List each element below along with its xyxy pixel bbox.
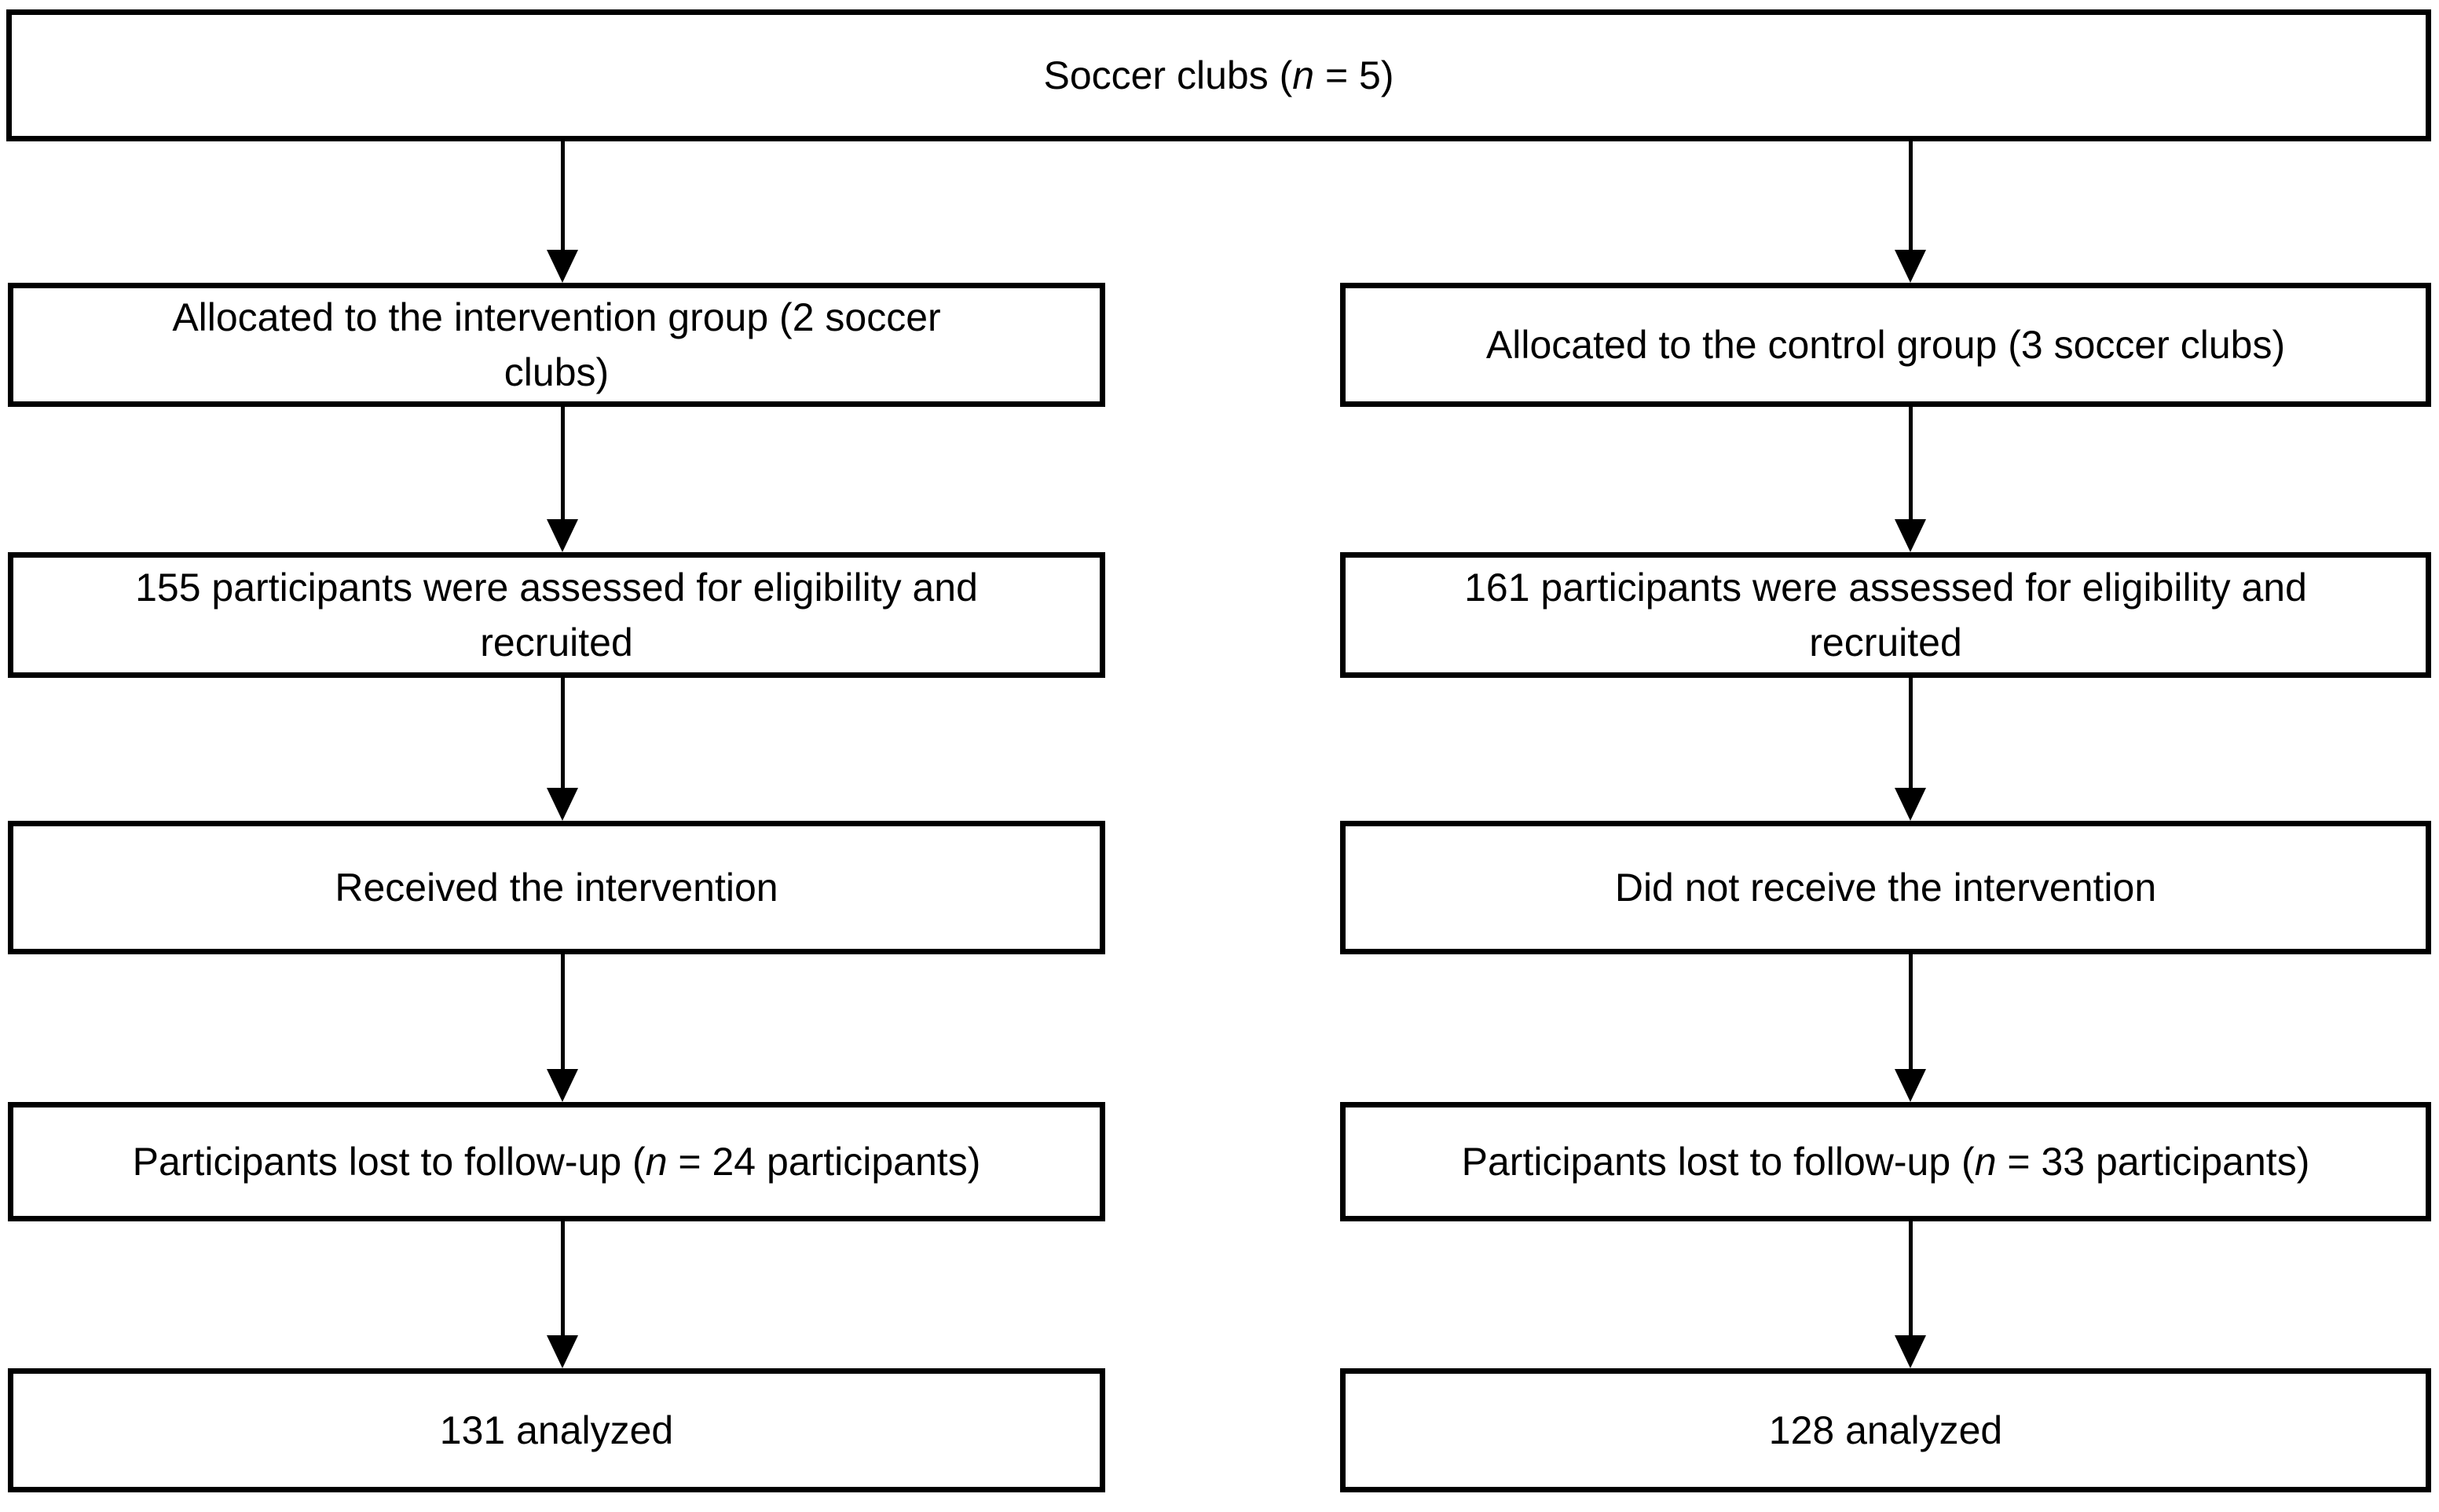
text-pre: Participants lost to follow-up ( bbox=[132, 1140, 646, 1184]
arrowhead-down-icon bbox=[1895, 788, 1926, 821]
box-intervention-allocated: Allocated to the intervention group (2 s… bbox=[8, 283, 1105, 407]
arrow-line bbox=[1908, 1221, 1913, 1335]
arrow-line bbox=[560, 407, 565, 519]
arrow-control-lost-to-analyzed bbox=[1893, 1221, 1928, 1368]
arrowhead-down-icon bbox=[547, 250, 578, 283]
box-control-lost: Participants lost to follow-up (n = 33 p… bbox=[1340, 1102, 2431, 1221]
arrow-line bbox=[1908, 954, 1913, 1069]
arrow-line bbox=[560, 1221, 565, 1335]
text-post: = 24 participants) bbox=[667, 1140, 981, 1184]
arrowhead-down-icon bbox=[1895, 250, 1926, 283]
arrow-top-to-control-allocated bbox=[1893, 141, 1928, 283]
text-pre: Soccer clubs ( bbox=[1043, 53, 1293, 97]
arrow-line bbox=[560, 141, 565, 250]
box-intervention-assessed-text: 155 participants were assessed for eligi… bbox=[135, 566, 978, 664]
box-intervention-received: Received the intervention bbox=[8, 821, 1105, 954]
box-soccer-clubs: Soccer clubs (n = 5) bbox=[6, 9, 2431, 141]
arrow-intervention-received-to-lost bbox=[545, 954, 580, 1102]
box-control-received: Did not receive the intervention bbox=[1340, 821, 2431, 954]
box-control-lost-text: Participants lost to follow-up (n = 33 p… bbox=[1462, 1134, 2310, 1189]
box-intervention-assessed: 155 participants were assessed for eligi… bbox=[8, 552, 1105, 678]
box-intervention-lost: Participants lost to follow-up (n = 24 p… bbox=[8, 1102, 1105, 1221]
box-control-assessed-text: 161 participants were assessed for eligi… bbox=[1464, 566, 2307, 664]
italic-n-variable: n bbox=[645, 1140, 668, 1184]
arrowhead-down-icon bbox=[547, 1335, 578, 1368]
box-control-received-text: Did not receive the intervention bbox=[1614, 866, 2157, 910]
arrow-line bbox=[1908, 407, 1913, 519]
arrowhead-down-icon bbox=[1895, 1069, 1926, 1102]
arrowhead-down-icon bbox=[1895, 1335, 1926, 1368]
box-control-assessed: 161 participants were assessed for eligi… bbox=[1340, 552, 2431, 678]
italic-n-variable: n bbox=[1292, 53, 1315, 97]
box-control-analyzed-text: 128 analyzed bbox=[1768, 1408, 2003, 1452]
text-post: = 33 participants) bbox=[1996, 1140, 2310, 1184]
arrow-top-to-intervention-allocated bbox=[545, 141, 580, 283]
arrowhead-down-icon bbox=[547, 519, 578, 552]
italic-n-variable: n bbox=[1974, 1140, 1997, 1184]
box-intervention-allocated-text: Allocated to the intervention group (2 s… bbox=[172, 295, 941, 394]
text-post: = 5) bbox=[1314, 53, 1394, 97]
box-intervention-received-text: Received the intervention bbox=[335, 866, 778, 910]
arrowhead-down-icon bbox=[1895, 519, 1926, 552]
arrowhead-down-icon bbox=[547, 788, 578, 821]
arrow-line bbox=[560, 678, 565, 788]
arrow-intervention-allocated-to-assessed bbox=[545, 407, 580, 552]
box-control-allocated-text: Allocated to the control group (3 soccer… bbox=[1485, 323, 2286, 367]
arrow-line bbox=[560, 954, 565, 1069]
arrow-control-allocated-to-assessed bbox=[1893, 407, 1928, 552]
arrowhead-down-icon bbox=[547, 1069, 578, 1102]
box-intervention-lost-text: Participants lost to follow-up (n = 24 p… bbox=[133, 1134, 981, 1189]
arrow-intervention-assessed-to-received bbox=[545, 678, 580, 821]
box-intervention-analyzed: 131 analyzed bbox=[8, 1368, 1105, 1492]
text-pre: Participants lost to follow-up ( bbox=[1461, 1140, 1975, 1184]
arrow-line bbox=[1908, 678, 1913, 788]
arrow-intervention-lost-to-analyzed bbox=[545, 1221, 580, 1368]
arrow-control-assessed-to-received bbox=[1893, 678, 1928, 821]
box-control-analyzed: 128 analyzed bbox=[1340, 1368, 2431, 1492]
box-intervention-analyzed-text: 131 analyzed bbox=[439, 1408, 674, 1452]
box-control-allocated: Allocated to the control group (3 soccer… bbox=[1340, 283, 2431, 407]
arrow-line bbox=[1908, 141, 1913, 250]
box-soccer-clubs-text: Soccer clubs (n = 5) bbox=[1043, 48, 1393, 103]
arrow-control-received-to-lost bbox=[1893, 954, 1928, 1102]
